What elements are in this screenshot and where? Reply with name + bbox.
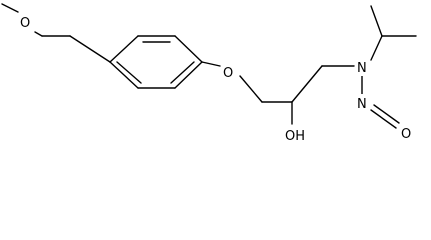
atom-labels: O O OH N N O <box>19 13 416 144</box>
atom-label-amine-n: N <box>357 61 367 76</box>
bond-ch-ch2 <box>291 65 323 103</box>
ring-bond-1 <box>109 35 139 63</box>
atom-label-nitroso-o: O <box>401 127 411 142</box>
ring-bond-6 <box>109 61 139 89</box>
label-bg <box>222 63 238 81</box>
ring-bond-4 <box>174 61 203 89</box>
bond-methoxy-o-ch2 <box>34 31 43 37</box>
atom-label-nitroso-n: N <box>357 97 367 112</box>
atom-label-hydroxyl: OH <box>285 129 305 144</box>
label-bg <box>284 125 308 143</box>
chemical-structure-diagram: O O OH N N O <box>1 3 417 144</box>
atom-label-ether-o: O <box>223 66 233 81</box>
label-bg <box>400 124 416 142</box>
bond-ring-ether-o <box>201 61 221 67</box>
label-bg <box>355 58 369 76</box>
bond-lines <box>1 3 417 129</box>
label-bg <box>19 13 35 31</box>
ring-double-bond-left <box>116 61 142 84</box>
label-bg <box>355 94 369 112</box>
bond-n-isopropyl <box>370 35 383 61</box>
bond-ether-o-ch2 <box>239 75 263 103</box>
ring-double-bond-right <box>170 61 195 84</box>
bond-methyl-methoxy-o <box>1 3 19 13</box>
atom-label-methoxy-o: O <box>20 16 30 31</box>
ring-bond-3 <box>174 35 203 63</box>
bond-ch2-ring <box>69 35 111 63</box>
bond-n-o-1 <box>370 109 397 129</box>
bond-n-o-2 <box>373 104 400 124</box>
bond-isopropyl-methyl-a <box>370 5 383 37</box>
